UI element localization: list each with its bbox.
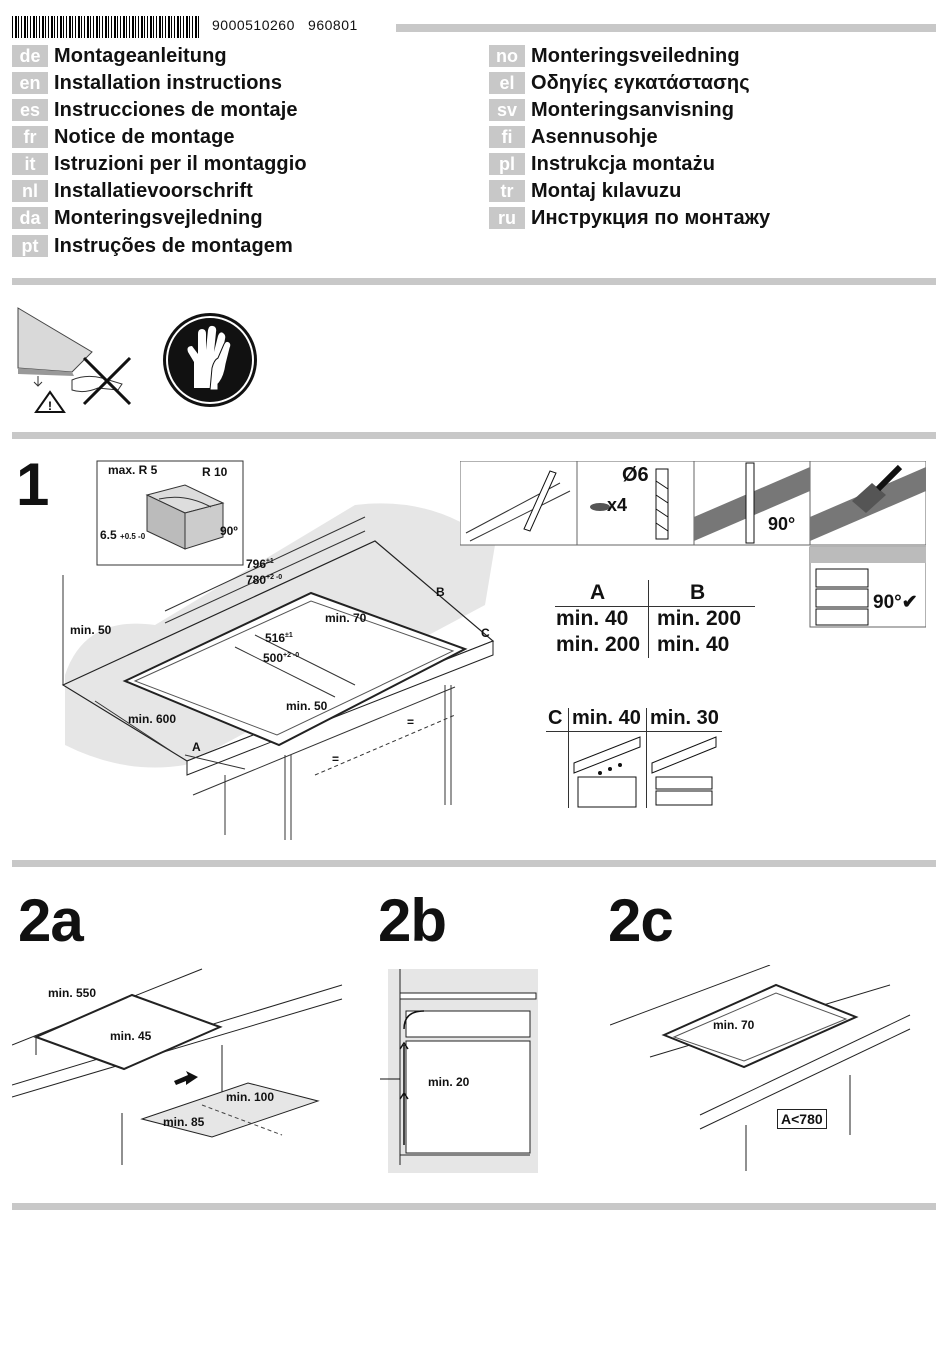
label-angle-90: 90º <box>220 524 238 538</box>
label-max-r5: max. R 5 <box>108 463 158 477</box>
ab-header-b: B <box>690 581 706 604</box>
tools-strip <box>460 461 926 628</box>
ab-cell: min. 200 <box>556 633 641 656</box>
diagram-2b <box>380 969 538 1173</box>
document-number: 9000510260 960801 <box>212 17 358 33</box>
divider-2 <box>12 432 936 439</box>
c-value: min. 40 <box>572 707 641 729</box>
gloves-icon <box>163 313 257 407</box>
label-a: A <box>192 740 201 754</box>
label-equal-1: = <box>407 715 415 729</box>
label-r10: R 10 <box>202 465 228 479</box>
warning-glass-edge-icon: ! <box>17 307 132 413</box>
c-label: C <box>548 707 563 729</box>
label-516: 516±1 <box>265 631 293 645</box>
label-min85: min. 85 <box>163 1115 205 1129</box>
label-x4: x4 <box>607 495 628 515</box>
label-500: 500+2 -0 <box>263 651 300 665</box>
divider-4 <box>12 1203 936 1210</box>
label-780: 780+2 -0 <box>246 573 283 587</box>
label-min550: min. 550 <box>48 986 97 1000</box>
c-table-drawings <box>573 736 717 808</box>
label-min50-left: min. 50 <box>70 623 112 637</box>
step-number-2b: 2b <box>378 887 447 954</box>
ab-cell: min. 200 <box>657 607 742 630</box>
label-a780: A<780 <box>777 1109 827 1129</box>
barcode <box>12 16 200 38</box>
ab-cell: min. 40 <box>657 633 730 656</box>
label-min70-2c: min. 70 <box>713 1018 755 1032</box>
svg-text:!: ! <box>48 399 52 413</box>
divider-1 <box>12 278 936 285</box>
label-min100: min. 100 <box>226 1090 275 1104</box>
label-min45: min. 45 <box>110 1029 152 1043</box>
diagram-2a <box>12 968 343 1165</box>
step-number-2a: 2a <box>18 887 84 954</box>
label-min20: min. 20 <box>428 1075 470 1089</box>
cutout-diagram <box>61 460 495 840</box>
label-equal-2: = <box>332 752 340 766</box>
step-number-2c: 2c <box>608 887 674 954</box>
label-min70: min. 70 <box>325 611 367 625</box>
diagram-2c <box>610 965 911 1171</box>
header-rule <box>396 24 936 32</box>
label-min600: min. 600 <box>128 712 177 726</box>
ab-cell: min. 40 <box>556 607 629 630</box>
label-c: C <box>481 626 490 640</box>
label-saw-90: 90° <box>768 514 796 534</box>
label-b: B <box>436 585 445 599</box>
ab-header-a: A <box>590 581 606 604</box>
divider-3 <box>12 860 936 867</box>
step-number-1: 1 <box>16 451 49 518</box>
label-796: 796±1 <box>246 557 274 571</box>
c-value: min. 30 <box>650 707 719 729</box>
label-min50-front: min. 50 <box>286 699 328 713</box>
label-drill-6: Ø6 <box>622 464 649 486</box>
label-drawer-90: 90°✔ <box>873 592 918 613</box>
label-thickness: 6.5 +0.5 -0 <box>100 528 146 542</box>
